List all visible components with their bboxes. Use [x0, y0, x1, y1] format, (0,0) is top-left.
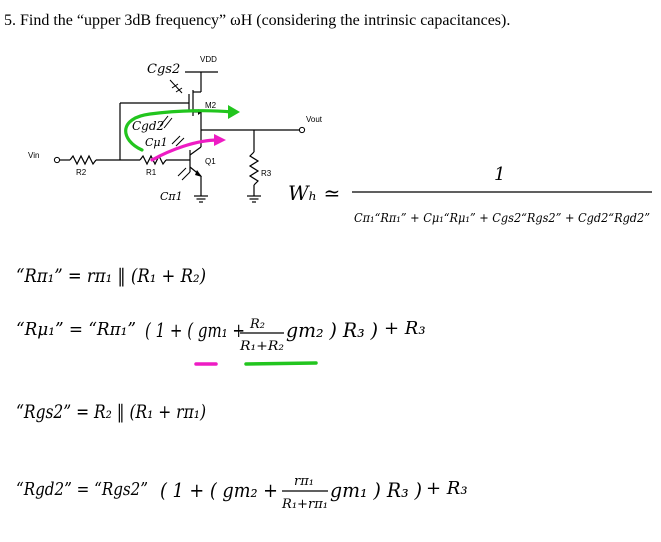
r-mu1-frac-den: R₁+R₂ [239, 339, 284, 354]
vout-terminal [298, 126, 306, 134]
r-gd2-tail: + R₃ [426, 478, 468, 499]
vdd-label: VDD [200, 55, 217, 64]
cgs2-cap-plates [171, 83, 183, 93]
r-gs2-equation: “Rgs2” = R₂ ‖ (R₁ + rπ₁) [16, 401, 206, 423]
green-loop-arrow [124, 109, 234, 152]
cgd2-annotation: Cgd2 [132, 119, 164, 133]
r-mu1-lhs: “Rμ₁” = “Rπ₁” [16, 319, 136, 340]
r-gd2-open: ( 1 + ( gm₂ + [160, 478, 278, 502]
vin-terminal [53, 156, 61, 164]
vout-label: Vout [306, 115, 323, 124]
r-mu1-frac-num: R₂ [249, 317, 265, 332]
r-gd2-close: gm₁ ) R₃ ) [330, 478, 422, 502]
gm2-term-underline [244, 361, 318, 366]
r-mu1-close: gm₂ ) R₃ ) [286, 318, 378, 342]
vin-label: Vin [28, 151, 39, 160]
r-gd2-frac-num: rπ₁ [294, 474, 314, 489]
cmu1-cap-plates [171, 135, 185, 147]
omega-numerator: 1 [494, 164, 505, 185]
cpi1-annotation: Cπ1 [160, 190, 183, 203]
r1-label: R1 [146, 168, 157, 177]
omega-lhs: Wₕ ≃ [288, 181, 340, 205]
r-gd2-equation: “Rgd2” = “Rgs2” ( 1 + ( gm₂ + rπ₁ R₁+rπ₁… [16, 474, 468, 512]
r-gd2-lhs: “Rgd2” = “Rgs2” [16, 479, 148, 500]
r-mu1-equation: “Rμ₁” = “Rπ₁” ( 1 + ( gm₁ + R₂ R₁+R₂ gm₂… [16, 317, 426, 366]
omega-denominator: Cπ₁“Rπ₁” + Cμ₁“Rμ₁” + Cgs2“Rgs2” + Cgd2“… [354, 210, 650, 225]
r-pi1-equation: “Rπ₁” = rπ₁ ‖ (R₁ + R₂) [16, 265, 206, 287]
q1-collector [189, 146, 202, 156]
green-arrowhead [228, 105, 240, 119]
q1-label: Q1 [205, 157, 216, 166]
cgs2-annotation: Cgs2 [147, 62, 180, 77]
r2-label: R2 [76, 168, 87, 177]
q1-emitter-arrow [195, 170, 202, 177]
magenta-arrow [150, 138, 220, 162]
circuit: VDD M2 Vout R3 [28, 55, 323, 203]
cpi1-cap-plates [177, 167, 191, 181]
cmu1-annotation: Cμ1 [145, 136, 168, 149]
omega-equation: Wₕ ≃ 1 Cπ₁“Rπ₁” + Cμ₁“Rμ₁” + Cgs2“Rgs2” … [288, 164, 652, 225]
r-gd2-frac-den: R₁+rπ₁ [281, 497, 328, 512]
r2-resistor [69, 154, 97, 166]
r-mu1-tail: + R₃ [384, 318, 426, 339]
problem-title: 5. Find the “upper 3dB frequency” ωH (co… [4, 12, 511, 29]
cgd2-cap-plates [159, 115, 173, 129]
magenta-arrowhead [214, 134, 226, 146]
m2-label: M2 [205, 101, 217, 110]
r-mu1-open: ( 1 + ( gm₁ + [145, 318, 245, 342]
r3-label: R3 [261, 169, 272, 178]
r3-resistor [248, 151, 260, 186]
cgs2-cap-stroke [169, 79, 183, 94]
